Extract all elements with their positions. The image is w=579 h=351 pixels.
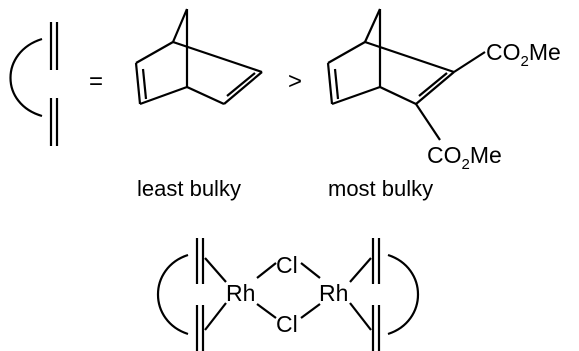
greater-than-sign: > <box>288 68 302 95</box>
nbd-inner-c2-c3 <box>141 68 148 100</box>
dimer-left-ligand-arc <box>156 253 189 336</box>
generic-diene-ligand <box>9 22 59 146</box>
snbd-inner-c2-c3 <box>333 68 340 100</box>
nbd-bond-c1-c2 <box>135 41 174 64</box>
nbd-bond-c2-c3 <box>134 62 142 105</box>
least-bulky-caption: least bulky <box>137 176 241 201</box>
chloride-top-label: Cl <box>276 252 298 278</box>
chloride-bottom-label: Cl <box>276 311 298 337</box>
ligand-arc <box>9 37 43 118</box>
rhodium-left-label: Rh <box>226 280 255 306</box>
nbd-bond-c3-c4 <box>139 85 188 106</box>
snbd-ester-bond-bottom <box>415 103 441 141</box>
snbd-bond-c1-c2 <box>327 41 366 64</box>
dimer-cl-top-rh-right <box>300 262 321 279</box>
nbd-bond-c4-c5 <box>186 86 225 105</box>
dimer-right-ligand-arc <box>387 253 420 336</box>
snbd-bond-c5-c6 <box>415 71 455 105</box>
rhodium-chloride-dimer <box>156 238 420 351</box>
snbd-bridge-c1-c7 <box>363 8 382 43</box>
dimer-left-top-to-rh <box>204 257 227 283</box>
co2me-bottom-label: CO2Me <box>427 142 502 173</box>
snbd-inner-c5-c6 <box>418 72 448 97</box>
most-bulky-caption: most bulky <box>328 176 433 201</box>
snbd-bond-c6-c1 <box>364 40 455 74</box>
snbd-bond-c4-c5 <box>379 86 417 105</box>
snbd-ester-bond-top <box>453 51 486 73</box>
dimer-rh-left-cl-top <box>256 262 277 279</box>
dimer-right-bottom-to-rh <box>349 302 372 331</box>
snbd-bond-c2-c3 <box>326 62 334 105</box>
co2me-top-label: CO2Me <box>486 39 561 70</box>
norbornadiene-structure <box>134 8 263 106</box>
nbd-inner-c5-c6 <box>226 72 256 97</box>
nbd-bond-c5-c6 <box>223 71 263 105</box>
snbd-bond-c3-c4 <box>331 85 381 106</box>
dimer-right-top-to-rh <box>349 257 372 283</box>
dimer-rh-left-cl-bottom <box>256 303 277 319</box>
dimer-left-bottom-to-rh <box>204 302 227 331</box>
substituted-norbornadiene-structure <box>326 8 486 141</box>
nbd-bridge-c1-c7 <box>171 8 189 43</box>
equals-sign: = <box>89 68 103 95</box>
rhodium-right-label: Rh <box>319 280 348 306</box>
dimer-cl-bottom-rh-right <box>300 303 321 319</box>
